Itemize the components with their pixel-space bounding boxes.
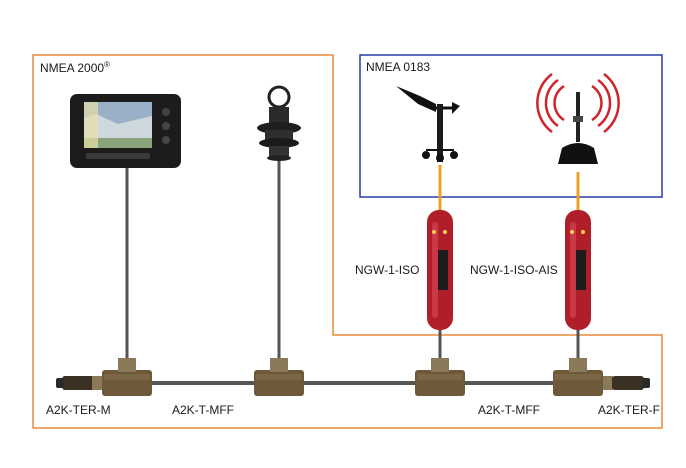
ter-f-label: A2K-TER-F: [598, 403, 661, 417]
tee-connector-1-icon: [102, 358, 152, 396]
nmea2000-label: NMEA 2000®: [40, 60, 110, 75]
nmea2000-region-border: [32, 54, 663, 429]
tee-connector-3-icon: [415, 358, 465, 396]
ngw1-iso-ais-converter: [565, 210, 591, 330]
terminator-female-icon: [603, 376, 650, 390]
chartplotter-icon: [70, 94, 181, 168]
registered-mark: ®: [104, 60, 110, 69]
tee-1-label: A2K-T-MFF: [172, 403, 234, 417]
ngw1-iso-converter: [427, 210, 453, 330]
nmea0183-region-border: [359, 54, 663, 198]
tee-2-label: A2K-T-MFF: [478, 403, 540, 417]
ngw1-iso-ais-label: NGW-1-ISO-AIS: [470, 263, 558, 277]
transducer-icon: [257, 85, 301, 161]
nmea0183-label: NMEA 0183: [366, 60, 431, 74]
ais-antenna-icon: [536, 72, 620, 164]
ngw1-iso-label: NGW-1-ISO: [355, 263, 420, 277]
tee-connector-4-icon: [553, 358, 603, 396]
ter-m-label: A2K-TER-M: [46, 403, 111, 417]
nmea2000-label-text: NMEA 2000: [40, 61, 105, 75]
tee-connector-2-icon: [254, 358, 304, 396]
terminator-male-icon: [56, 376, 102, 390]
wind-sensor-icon: [396, 86, 460, 162]
